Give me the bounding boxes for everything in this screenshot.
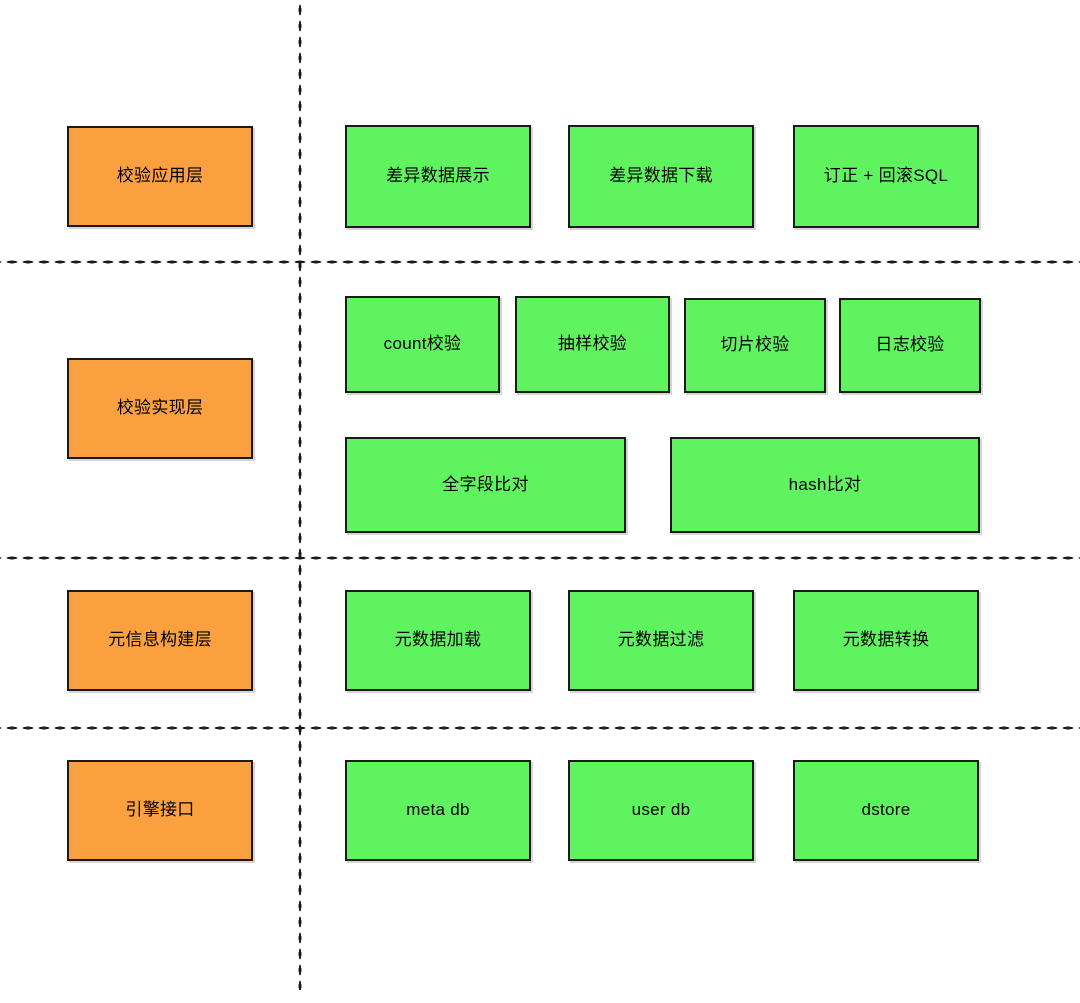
component-count-check[interactable]: count校验 — [345, 296, 500, 393]
vertical-dotted-divider — [298, 0, 302, 990]
component-slice-check[interactable]: 切片校验 — [684, 298, 826, 393]
layer-label-verification-implementation-layer[interactable]: 校验实现层 — [67, 358, 253, 459]
component-label-text: 抽样校验 — [557, 334, 628, 354]
component-label-text: 订正 + 回滚SQL — [823, 166, 949, 186]
horizontal-dotted-divider-2 — [0, 556, 1080, 560]
component-diff-data-download[interactable]: 差异数据下载 — [568, 125, 754, 228]
component-label-text: 日志校验 — [875, 335, 945, 355]
component-dstore[interactable]: dstore — [793, 760, 979, 861]
component-metadata-filter[interactable]: 元数据过滤 — [568, 590, 754, 691]
component-diff-data-display[interactable]: 差异数据展示 — [345, 125, 531, 228]
component-label-text: user db — [631, 800, 691, 820]
component-label-text: 差异数据下载 — [609, 166, 713, 186]
component-full-field-compare[interactable]: 全字段比对 — [345, 437, 626, 533]
layer-label-engine-interface-layer[interactable]: 引擎接口 — [67, 760, 253, 861]
component-log-check[interactable]: 日志校验 — [839, 298, 981, 393]
layer-label-text: 元信息构建层 — [108, 630, 212, 650]
layer-label-text: 校验应用层 — [116, 166, 204, 186]
horizontal-dotted-divider-1 — [0, 260, 1080, 264]
layer-label-meta-info-build-layer[interactable]: 元信息构建层 — [67, 590, 253, 691]
component-label-text: 差异数据展示 — [386, 166, 490, 186]
component-metadata-transform[interactable]: 元数据转换 — [793, 590, 979, 691]
component-label-text: meta db — [406, 800, 470, 820]
component-hash-compare[interactable]: hash比对 — [670, 437, 980, 533]
layer-label-verification-application-layer[interactable]: 校验应用层 — [67, 126, 253, 227]
component-label-text: 全字段比对 — [442, 474, 529, 494]
component-label-text: 切片校验 — [720, 335, 790, 355]
component-meta-db[interactable]: meta db — [345, 760, 531, 861]
component-fix-and-rollback-sql[interactable]: 订正 + 回滚SQL — [793, 125, 979, 228]
component-label-text: count校验 — [383, 334, 462, 354]
component-label-text: dstore — [861, 800, 911, 820]
component-label-text: 元数据转换 — [842, 630, 930, 650]
layer-label-text: 校验实现层 — [116, 398, 204, 418]
component-label-text: hash比对 — [788, 474, 862, 494]
component-label-text: 元数据加载 — [394, 630, 482, 650]
horizontal-dotted-divider-3 — [0, 726, 1080, 730]
component-metadata-load[interactable]: 元数据加载 — [345, 590, 531, 691]
component-user-db[interactable]: user db — [568, 760, 754, 861]
component-sampling-check[interactable]: 抽样校验 — [515, 296, 670, 393]
component-label-text: 元数据过滤 — [617, 630, 705, 650]
layer-label-text: 引擎接口 — [125, 800, 195, 820]
